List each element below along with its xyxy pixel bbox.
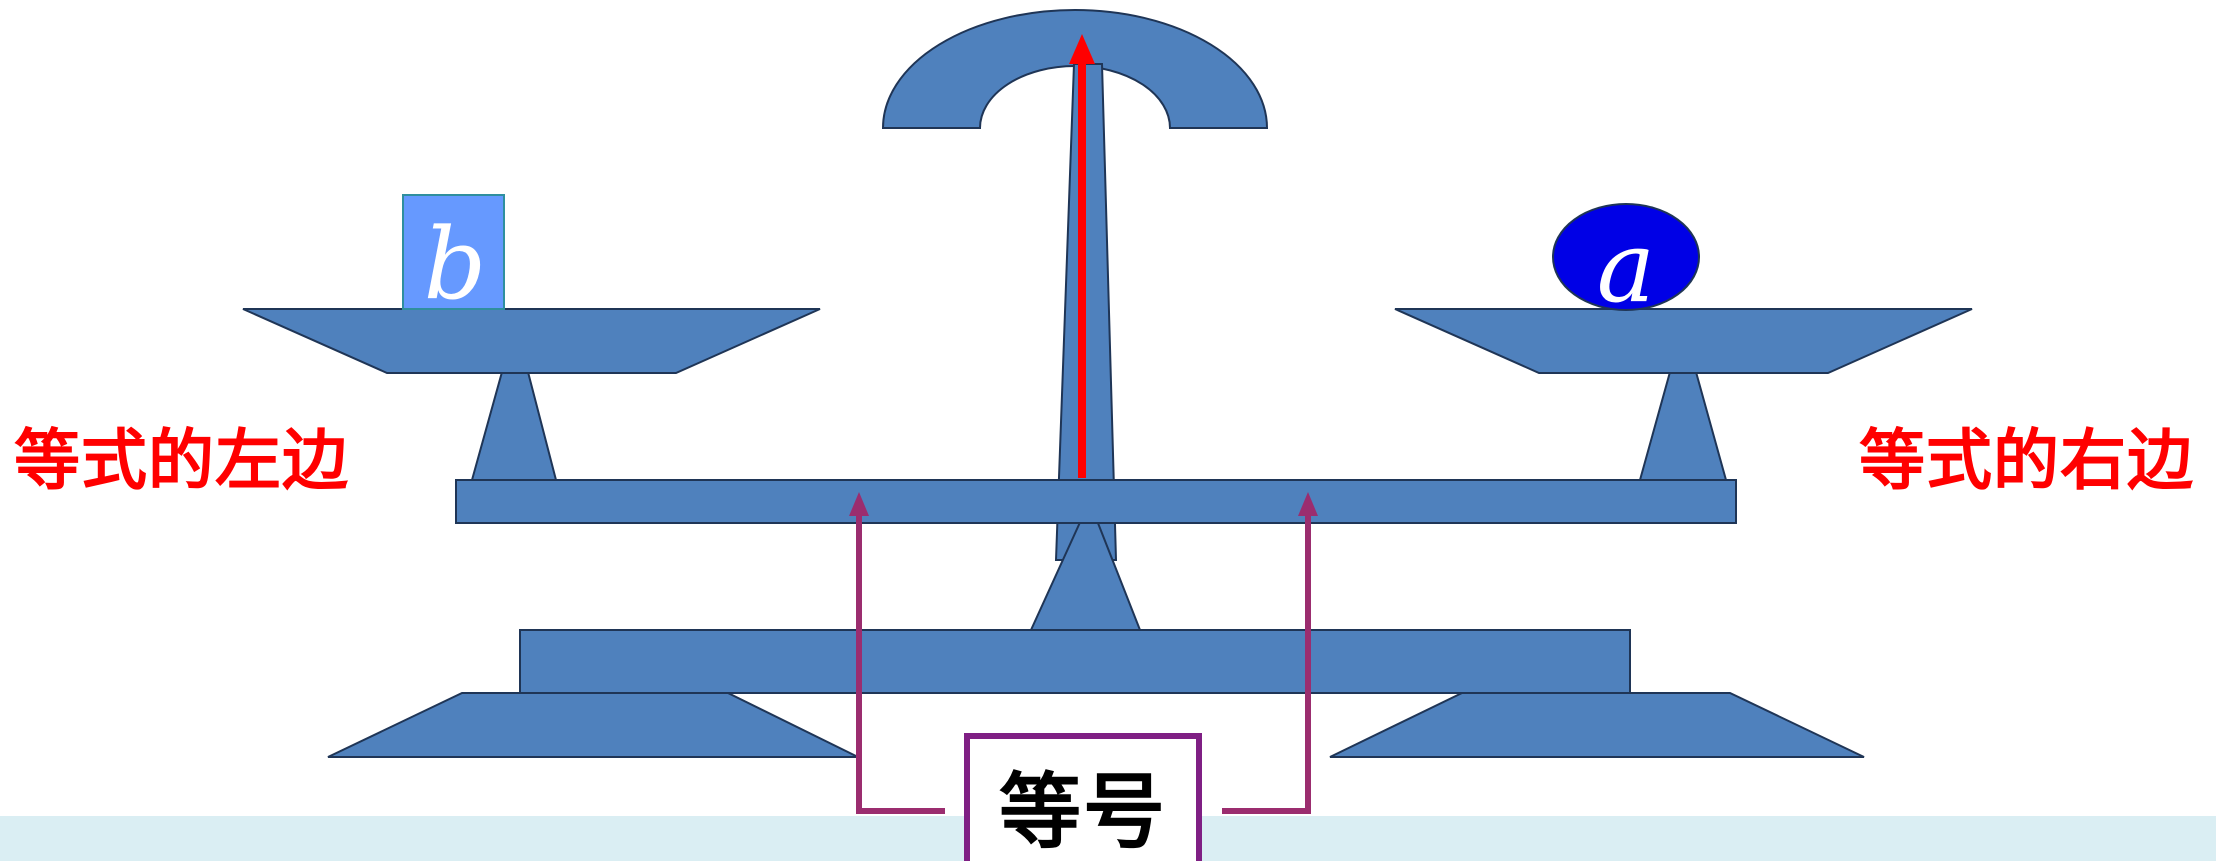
red-arrowhead [1069, 34, 1095, 64]
right-pan [1394, 308, 1973, 374]
left-side-label: 等式的左边 [14, 422, 349, 499]
scale-foot-left [327, 692, 859, 758]
left-pan-support [470, 371, 558, 481]
right-pan-support [1638, 371, 1728, 481]
scale-top-handle [881, 9, 1269, 129]
scale-base-bar [519, 629, 1631, 694]
scale-foot-right [1329, 692, 1865, 758]
purple-arrowhead-right [1298, 492, 1318, 516]
purple-arrow-right [1222, 512, 1311, 814]
left-pan [242, 308, 821, 374]
scale-base-triangle [1029, 517, 1142, 631]
purple-arrowhead-left [849, 492, 869, 516]
purple-arrow-left [856, 512, 945, 814]
block-b [402, 194, 505, 310]
right-side-label: 等式的右边 [1859, 422, 2194, 499]
equals-sign-box: 等号 [964, 733, 1202, 861]
ball-a-letter: a [1597, 211, 1655, 325]
scale-beam [455, 479, 1737, 524]
ball-a [1552, 203, 1700, 311]
block-b-letter: b [424, 208, 487, 322]
equals-sign-label: 等号 [998, 763, 1167, 860]
